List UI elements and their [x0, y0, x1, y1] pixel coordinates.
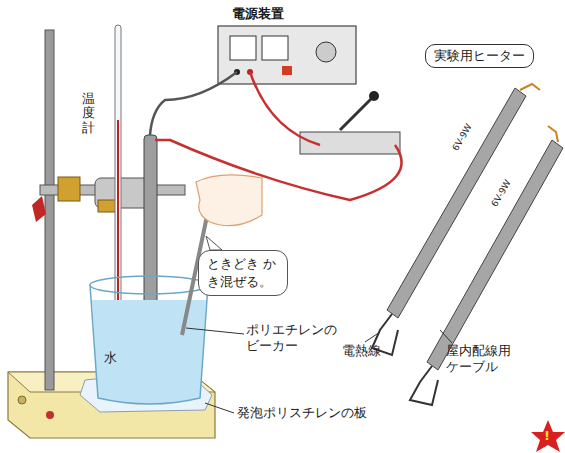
rating-mark: 6V-9W	[450, 122, 474, 153]
rating-mark: 6V-9W	[489, 178, 513, 209]
device-label: 電源装置	[232, 6, 284, 22]
node-text: ときどき かき混ぜる。	[207, 255, 279, 291]
speech-bubble: ときどき かき混ぜる。	[198, 250, 288, 296]
wire-label: 電熱線	[342, 343, 381, 359]
node-text: 実験用ヒーター	[434, 47, 525, 65]
water-label: 水	[104, 350, 117, 366]
thermometer-label: 温度計	[82, 92, 95, 135]
heading-box: 実験用ヒーター	[425, 44, 534, 68]
cable-label: 屋内配線用ケーブル	[446, 343, 519, 376]
warning-mark: !	[544, 428, 550, 444]
beaker-label: ポリエチレンのビーカー	[246, 322, 342, 355]
plate-label: 発泡ポリスチレンの板	[237, 405, 367, 421]
